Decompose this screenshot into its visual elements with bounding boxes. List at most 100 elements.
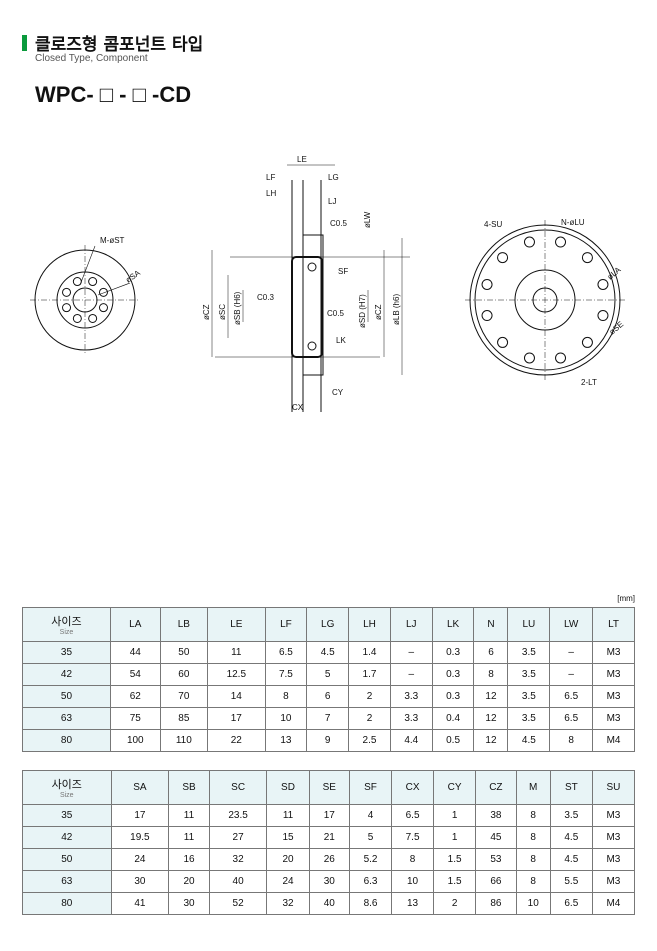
table-cell: 40: [208, 870, 268, 893]
label-cz-right: øCZ: [374, 304, 383, 320]
table-cell: 14: [207, 685, 266, 708]
table-cell: 7: [306, 707, 350, 730]
table-cell: 54: [109, 663, 161, 686]
table-cell: 6.5: [391, 804, 435, 827]
size-cell: 35: [22, 641, 111, 664]
column-header: SA: [110, 770, 170, 805]
table-cell: 32: [266, 892, 310, 915]
column-header: LW: [549, 607, 594, 642]
label-c03: C0.3: [257, 293, 274, 302]
column-header: LA: [109, 607, 161, 642]
table-cell: 5.5: [549, 870, 593, 893]
column-header: LH: [348, 607, 391, 642]
table-cell: 17: [207, 707, 266, 730]
table-cell: 3.3: [389, 685, 433, 708]
column-header: ST: [549, 770, 593, 805]
size-cell: 80: [22, 729, 111, 752]
table-cell: 11: [168, 826, 210, 849]
size-cell: 35: [22, 804, 112, 827]
label-cy: CY: [332, 388, 344, 397]
table-cell: M4: [592, 729, 635, 752]
table-cell: 2: [433, 892, 477, 915]
label-c05-mid: C0.5: [327, 309, 344, 318]
table-cell: 12: [473, 729, 509, 752]
table-cell: 3.5: [507, 685, 551, 708]
label-lb: øLB (h6): [392, 294, 401, 325]
table-cell: 4.5: [507, 729, 551, 752]
label-sb: øSB (H6): [233, 291, 242, 325]
section-title: 클로즈형 콤포넌트 타입: [22, 30, 203, 55]
bolt-hole: [98, 303, 108, 313]
bolt-hole: [555, 236, 567, 248]
size-label: 사이즈: [51, 778, 82, 791]
column-header: SU: [591, 770, 636, 805]
table-cell: –: [389, 663, 433, 686]
size-cell: 80: [22, 892, 112, 915]
column-header: LG: [306, 607, 350, 642]
table-cell: 86: [475, 892, 517, 915]
table-cell: 8: [515, 804, 551, 827]
table-cell: 2.5: [348, 729, 391, 752]
table-cell: 12.5: [207, 663, 266, 686]
table-cell: 50: [159, 641, 209, 664]
table-cell: 8: [549, 729, 594, 752]
table-cell: 3.3: [389, 707, 433, 730]
table-cell: 53: [475, 848, 517, 871]
model-code: WPC- □ - □ -CD: [35, 82, 192, 107]
table-cell: 6.5: [549, 685, 594, 708]
column-header: SE: [308, 770, 351, 805]
table-cell: 44: [109, 641, 161, 664]
bolt-hole: [88, 277, 98, 287]
table-cell: 6: [473, 641, 509, 664]
column-header: M: [515, 770, 551, 805]
table-cell: 0.3: [431, 663, 475, 686]
table-cell: –: [549, 641, 594, 664]
table-cell: 4: [348, 804, 393, 827]
table-cell: 6.5: [264, 641, 308, 664]
table-cell: 75: [109, 707, 161, 730]
table-cell: 5: [306, 663, 350, 686]
table-cell: 10: [391, 870, 435, 893]
table-cell: 100: [109, 729, 161, 752]
table-cell: 38: [475, 804, 517, 827]
section-view: LE LF LG LH LJ C0.5 øLW SF C0.3 øCZ øSC …: [202, 155, 410, 412]
table-cell: 1.7: [348, 663, 391, 686]
table-cell: 10: [515, 892, 551, 915]
table-cell: 17: [110, 804, 170, 827]
column-header: N: [473, 607, 509, 642]
label-n-lu: N-øLU: [561, 218, 585, 227]
table-cell: 21: [308, 826, 351, 849]
size-label-en: Size: [59, 792, 74, 799]
table-cell: 5.2: [348, 848, 393, 871]
size-cell: 63: [22, 707, 111, 730]
column-header: CY: [433, 770, 477, 805]
size-label-en: Size: [59, 629, 74, 636]
table-cell: M3: [591, 870, 636, 893]
front-view-left: M-øST øSA: [30, 236, 142, 355]
bolt-hole: [581, 252, 593, 264]
table-cell: 8: [515, 848, 551, 871]
column-header: SF: [348, 770, 393, 805]
table-cell: 0.3: [431, 685, 475, 708]
label-lt: 2-LT: [581, 378, 597, 387]
bolt-hole: [597, 278, 609, 290]
size-cell: 50: [22, 848, 112, 871]
table-cell: 4.4: [389, 729, 433, 752]
table-cell: 4.5: [549, 826, 593, 849]
table-cell: 32: [208, 848, 268, 871]
size-cell: 63: [22, 870, 112, 893]
label-cx: CX: [292, 403, 304, 412]
table-cell: M3: [592, 685, 635, 708]
table-cell: 24: [266, 870, 310, 893]
label-sa: øSA: [124, 268, 142, 285]
label-lj: LJ: [328, 197, 336, 206]
table-cell: 8: [473, 663, 509, 686]
column-header: SC: [208, 770, 268, 805]
table-cell: 11: [168, 804, 210, 827]
